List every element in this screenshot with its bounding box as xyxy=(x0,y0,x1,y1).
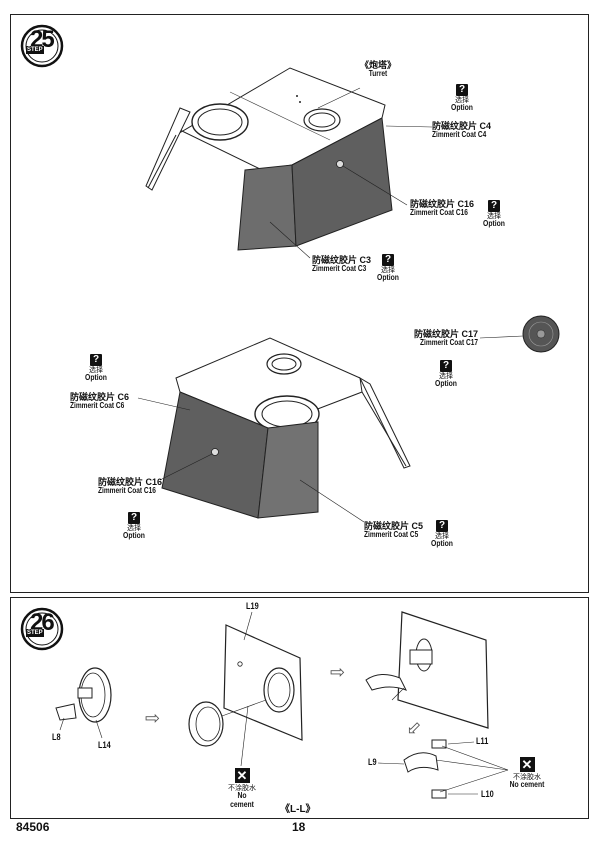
part-label-l19: L19 xyxy=(246,601,259,611)
no-cement-marker-left: ✕ 不涂胶水 No cement xyxy=(228,768,256,809)
question-icon: ? xyxy=(90,354,102,366)
step-number: 26 xyxy=(30,609,55,636)
question-icon: ? xyxy=(382,254,394,266)
step-label: STEP xyxy=(27,47,43,53)
option-marker-c16-bottom: ? 选择 Option xyxy=(123,512,145,541)
part-label-l9: L9 xyxy=(368,757,377,767)
callout-c4: 防磁纹胶片 C4 Zimmerit Coat C4 xyxy=(432,121,492,140)
no-cement-icon: ✕ xyxy=(234,768,250,783)
question-icon: ? xyxy=(488,200,500,212)
callout-c5: 防磁纹胶片 C5 Zimmerit Coat C5 xyxy=(364,521,424,540)
section-label: 《L-L》 xyxy=(280,804,316,815)
option-marker-c3: ? 选择 Option xyxy=(377,254,399,283)
page-number: 18 xyxy=(292,820,306,834)
step-number: 25 xyxy=(30,26,55,53)
turret-label: 《炮塔》 Turret xyxy=(359,60,396,79)
callout-c16-top: 防磁纹胶片 C16 Zimmerit Coat C16 xyxy=(410,199,475,218)
product-code: 84506 xyxy=(16,820,50,834)
step-badge-icon xyxy=(20,607,64,651)
part-label-l10: L10 xyxy=(481,789,494,799)
question-icon: ? xyxy=(456,84,468,96)
option-marker-c6: ? 选择 Option xyxy=(85,354,107,383)
no-cement-marker-right: ✕ 不涂胶水 No cement xyxy=(509,757,545,790)
question-icon: ? xyxy=(128,512,140,524)
part-label-l14: L14 xyxy=(98,740,111,750)
arrow-right-icon: ⇨ xyxy=(330,662,346,682)
question-icon: ? xyxy=(436,520,448,532)
option-marker-c17: ? 选择 Option xyxy=(435,360,457,389)
step-badge-icon xyxy=(20,24,64,68)
question-icon: ? xyxy=(440,360,452,372)
callout-c17: 防磁纹胶片 C17 Zimmerit Coat C17 xyxy=(413,329,478,348)
arrow-right-icon: ⇨ xyxy=(145,708,161,728)
option-marker-c16-top: ? 选择 Option xyxy=(483,200,505,229)
step-26-badge: 26 STEP xyxy=(20,607,64,651)
callout-c6: 防磁纹胶片 C6 Zimmerit Coat C6 xyxy=(70,392,130,411)
part-label-l8: L8 xyxy=(52,732,61,742)
option-marker-c5: ? 选择 Option xyxy=(431,520,453,549)
option-marker-top: ? 选择 Option xyxy=(451,84,473,113)
step-label: STEP xyxy=(27,630,43,636)
step-25-badge: 25 STEP xyxy=(20,24,64,68)
callout-c16-bottom: 防磁纹胶片 C16 Zimmerit Coat C16 xyxy=(98,477,163,496)
no-cement-icon: ✕ xyxy=(519,757,535,772)
callout-c3: 防磁纹胶片 C3 Zimmerit Coat C3 xyxy=(312,255,372,274)
part-label-l11: L11 xyxy=(476,736,489,746)
